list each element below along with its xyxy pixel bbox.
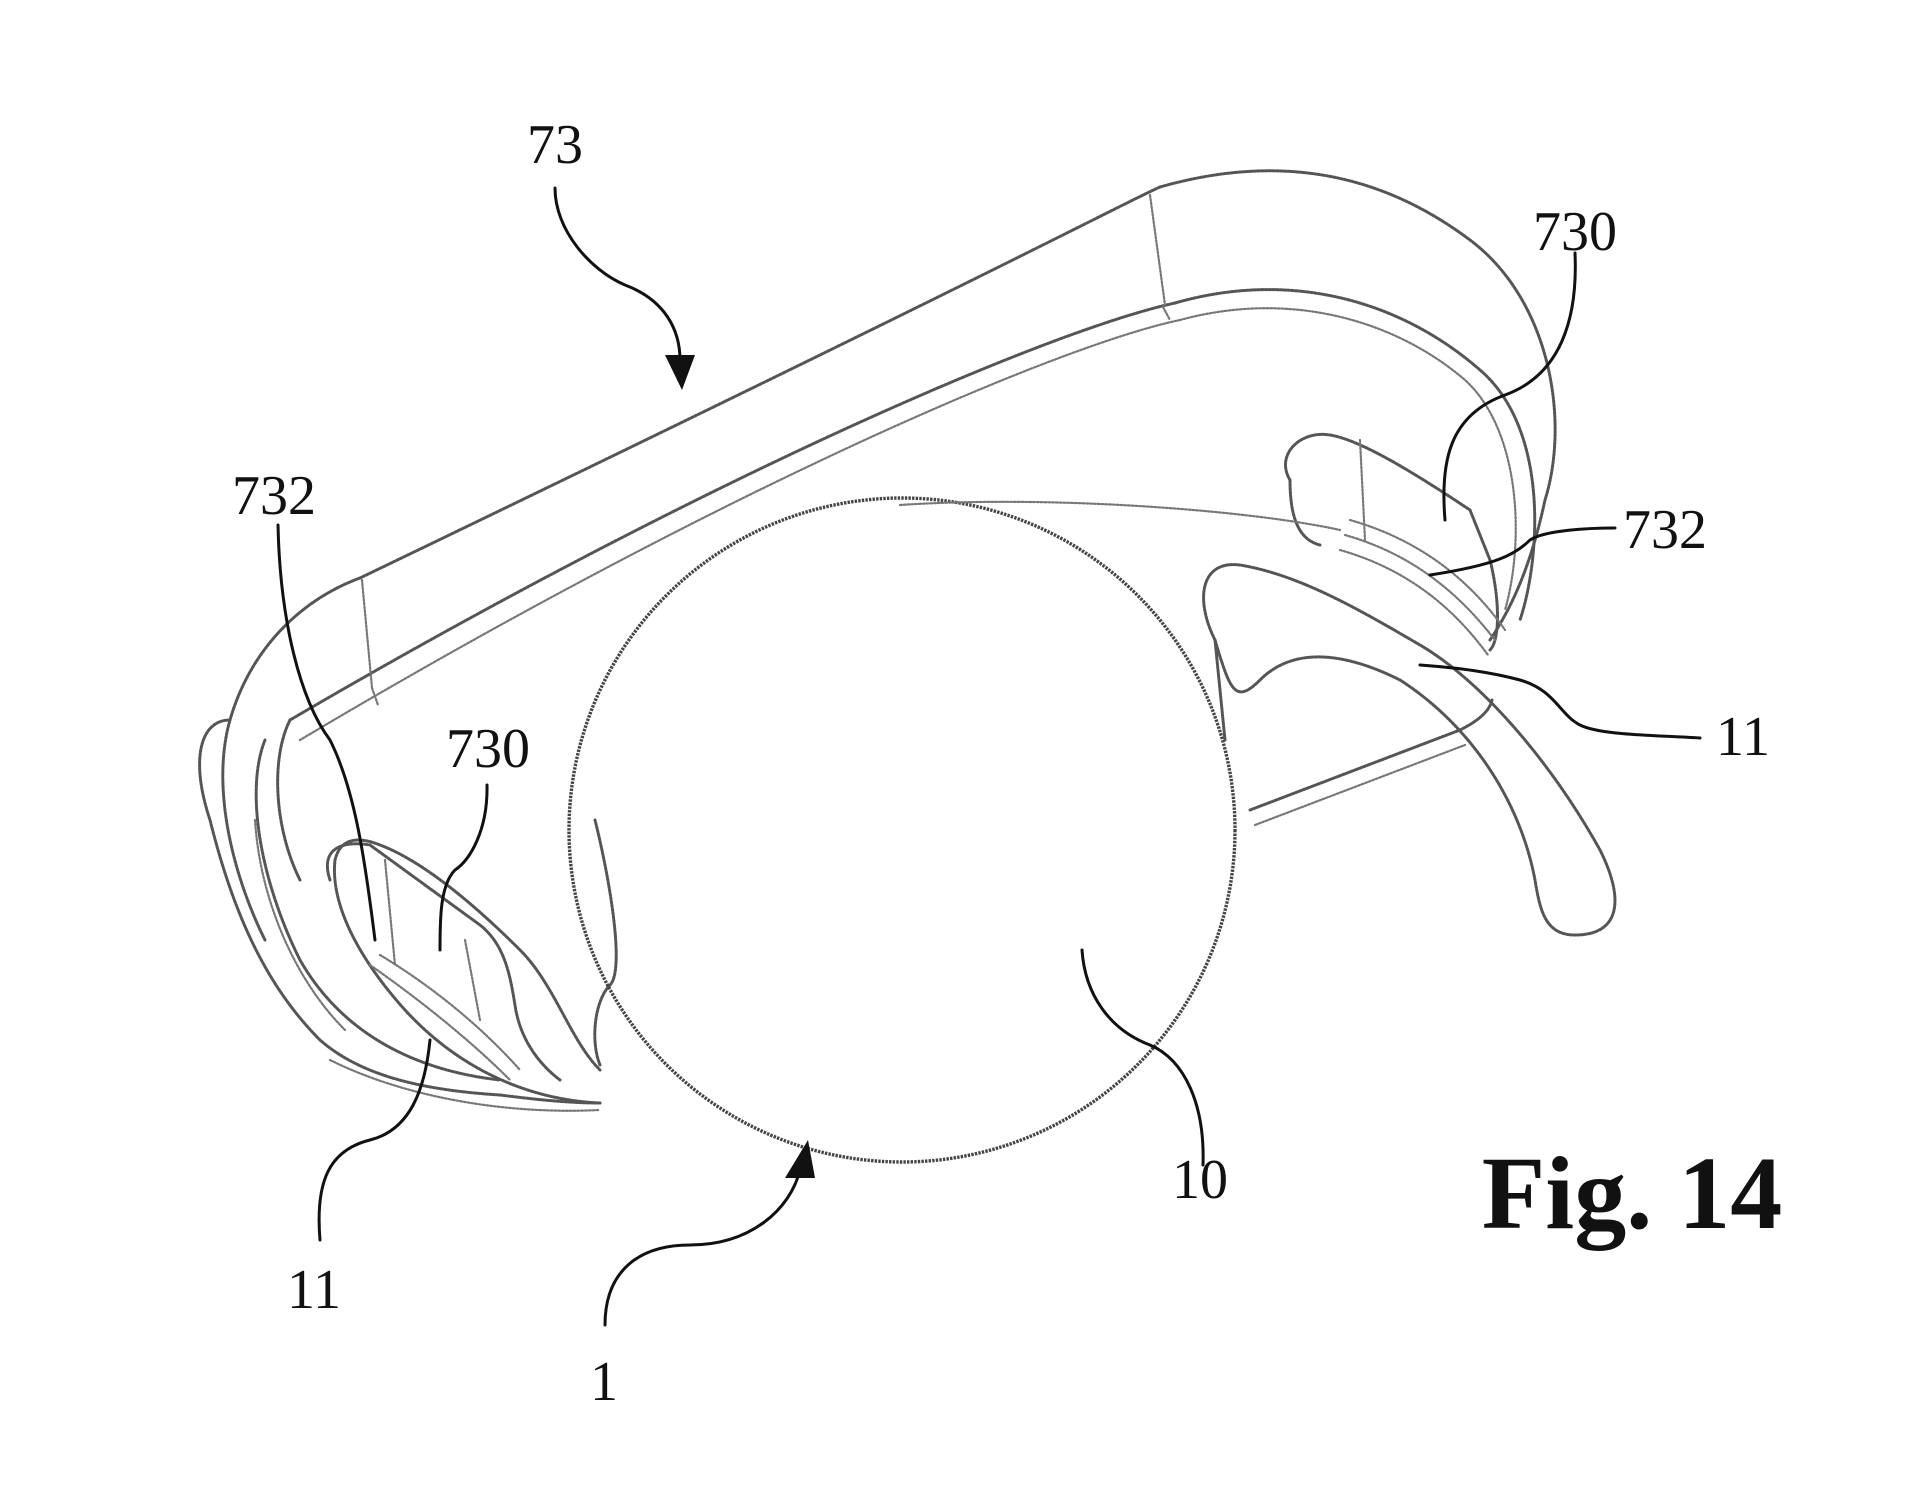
leader-732-right (1428, 526, 1617, 577)
leader-730-left (438, 783, 489, 952)
label-lens: 1 (590, 1351, 618, 1413)
label-edge-right: 732 (1623, 499, 1707, 561)
haptic-right (1202, 563, 1617, 937)
haptic-left (332, 818, 618, 1105)
slot-right (1284, 432, 1507, 657)
optic (567, 496, 1342, 1164)
label-slot-left: 730 (446, 718, 530, 780)
label-slot-right: 730 (1533, 201, 1617, 263)
leader-73 (553, 186, 682, 362)
label-holder: 73 (527, 114, 583, 176)
arrowhead-1 (785, 1140, 815, 1178)
label-optic: 10 (1172, 1149, 1228, 1211)
leader-730-right (1442, 251, 1577, 522)
reference-labels: 73 730 732 732 730 11 11 10 1 (232, 114, 1770, 1413)
leader-1 (603, 1168, 802, 1327)
label-haptic-right: 11 (1716, 706, 1770, 768)
leader-11-left (317, 1038, 432, 1242)
leader-732-left (276, 523, 377, 942)
slot-left (325, 842, 562, 1082)
label-haptic-left: 11 (287, 1259, 341, 1321)
holder-body (198, 169, 1557, 1112)
leader-11-right (1418, 663, 1702, 740)
label-edge-left: 732 (232, 465, 316, 527)
leader-lines (276, 186, 1702, 1327)
figure-title: Fig. 14 (1482, 1136, 1782, 1251)
arrowhead-73 (665, 355, 695, 390)
leader-10 (1080, 948, 1205, 1167)
